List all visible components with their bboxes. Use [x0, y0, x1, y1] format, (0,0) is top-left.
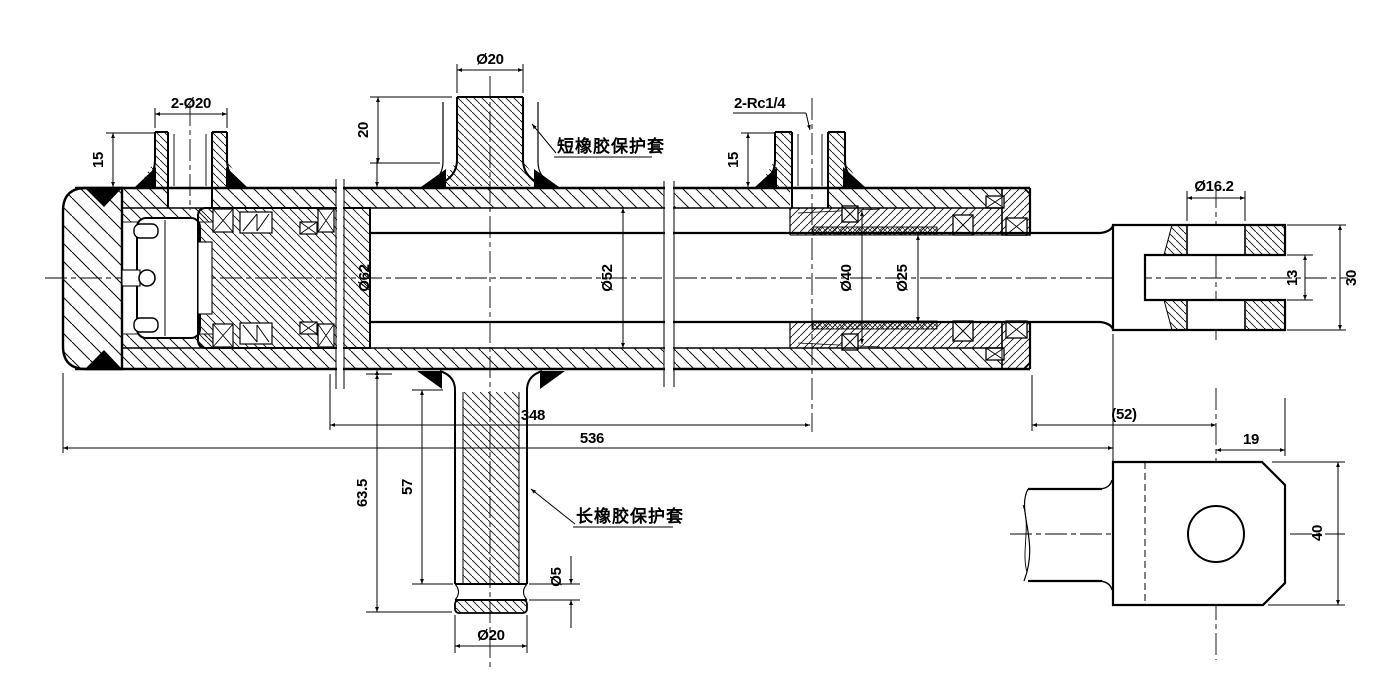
dim-pin-hole-dia: Ø16.2 [1194, 178, 1233, 195]
break-lines [335, 179, 675, 390]
dim-slot-width: 13 [1284, 270, 1301, 286]
castellation-slot [133, 223, 159, 239]
rod-wear-strip [812, 226, 938, 236]
dim-left-port-height: 15 [90, 152, 107, 168]
dim-eye-depth: 40 [1309, 525, 1326, 541]
dim-bottom-boss-len-inner: 57 [399, 479, 416, 495]
castellation-slot [133, 317, 159, 333]
callout-long-sleeve: 长橡胶保护套 [576, 506, 684, 526]
dim-rod-dia: Ø25 [894, 264, 911, 291]
pin-hole [1187, 505, 1245, 563]
dim-bore-id: Ø52 [599, 264, 616, 291]
weld-bead [86, 189, 121, 207]
dim-right-port: 2-Rc1/4 [734, 95, 786, 112]
weld-bead [540, 371, 565, 389]
rod-eye-top-view [1111, 223, 1287, 332]
dim-guide-od: Ø40 [838, 264, 855, 291]
piston-seals [212, 208, 335, 348]
dim-overall-length: 536 [580, 430, 604, 447]
groove [454, 583, 528, 601]
weld-bead [421, 169, 446, 187]
piston-nut [121, 217, 201, 339]
weld-bead [755, 167, 777, 187]
weld-bead [86, 350, 121, 368]
thread-lines [173, 134, 207, 186]
weld-bead [843, 167, 865, 187]
grease-pin [121, 269, 141, 287]
thread-lines [797, 134, 823, 186]
dim-eye-width: 30 [1343, 270, 1360, 286]
dim-top-boss-len: 20 [355, 122, 372, 138]
shaft-break [1023, 488, 1031, 582]
dim-ref-extension: (52) [1111, 406, 1137, 423]
backup-ring-taper [797, 208, 881, 214]
callout-short-sleeve: 短橡胶保护套 [557, 136, 665, 156]
dim-left-port: 2-Ø20 [171, 95, 211, 112]
rod-gland-section [789, 187, 1031, 370]
weld-bead [135, 167, 156, 187]
weld-bead [417, 371, 442, 389]
dimension-lines [62, 64, 1346, 653]
top-boss-short-sleeve [421, 96, 559, 187]
left-port-boss [135, 131, 247, 208]
dim-right-port-height: 15 [725, 152, 742, 168]
right-port-boss [755, 131, 865, 208]
rod-eye-side-view [1022, 460, 1287, 607]
dim-bottom-boss-len-outer: 63.5 [354, 479, 371, 507]
dim-bottom-boss-dia: Ø20 [477, 627, 504, 644]
dim-groove-dia: Ø5 [548, 567, 565, 586]
weld-bead [534, 169, 559, 187]
dim-barrel-od: Ø62 [356, 264, 373, 291]
dim-body-length: 348 [521, 407, 545, 424]
dim-top-boss-dia: Ø20 [476, 51, 503, 68]
piston-section [197, 207, 371, 349]
barrel-wall-section [122, 188, 1002, 369]
weld-bead [226, 167, 247, 187]
dim-pin-to-end: 19 [1243, 431, 1259, 448]
